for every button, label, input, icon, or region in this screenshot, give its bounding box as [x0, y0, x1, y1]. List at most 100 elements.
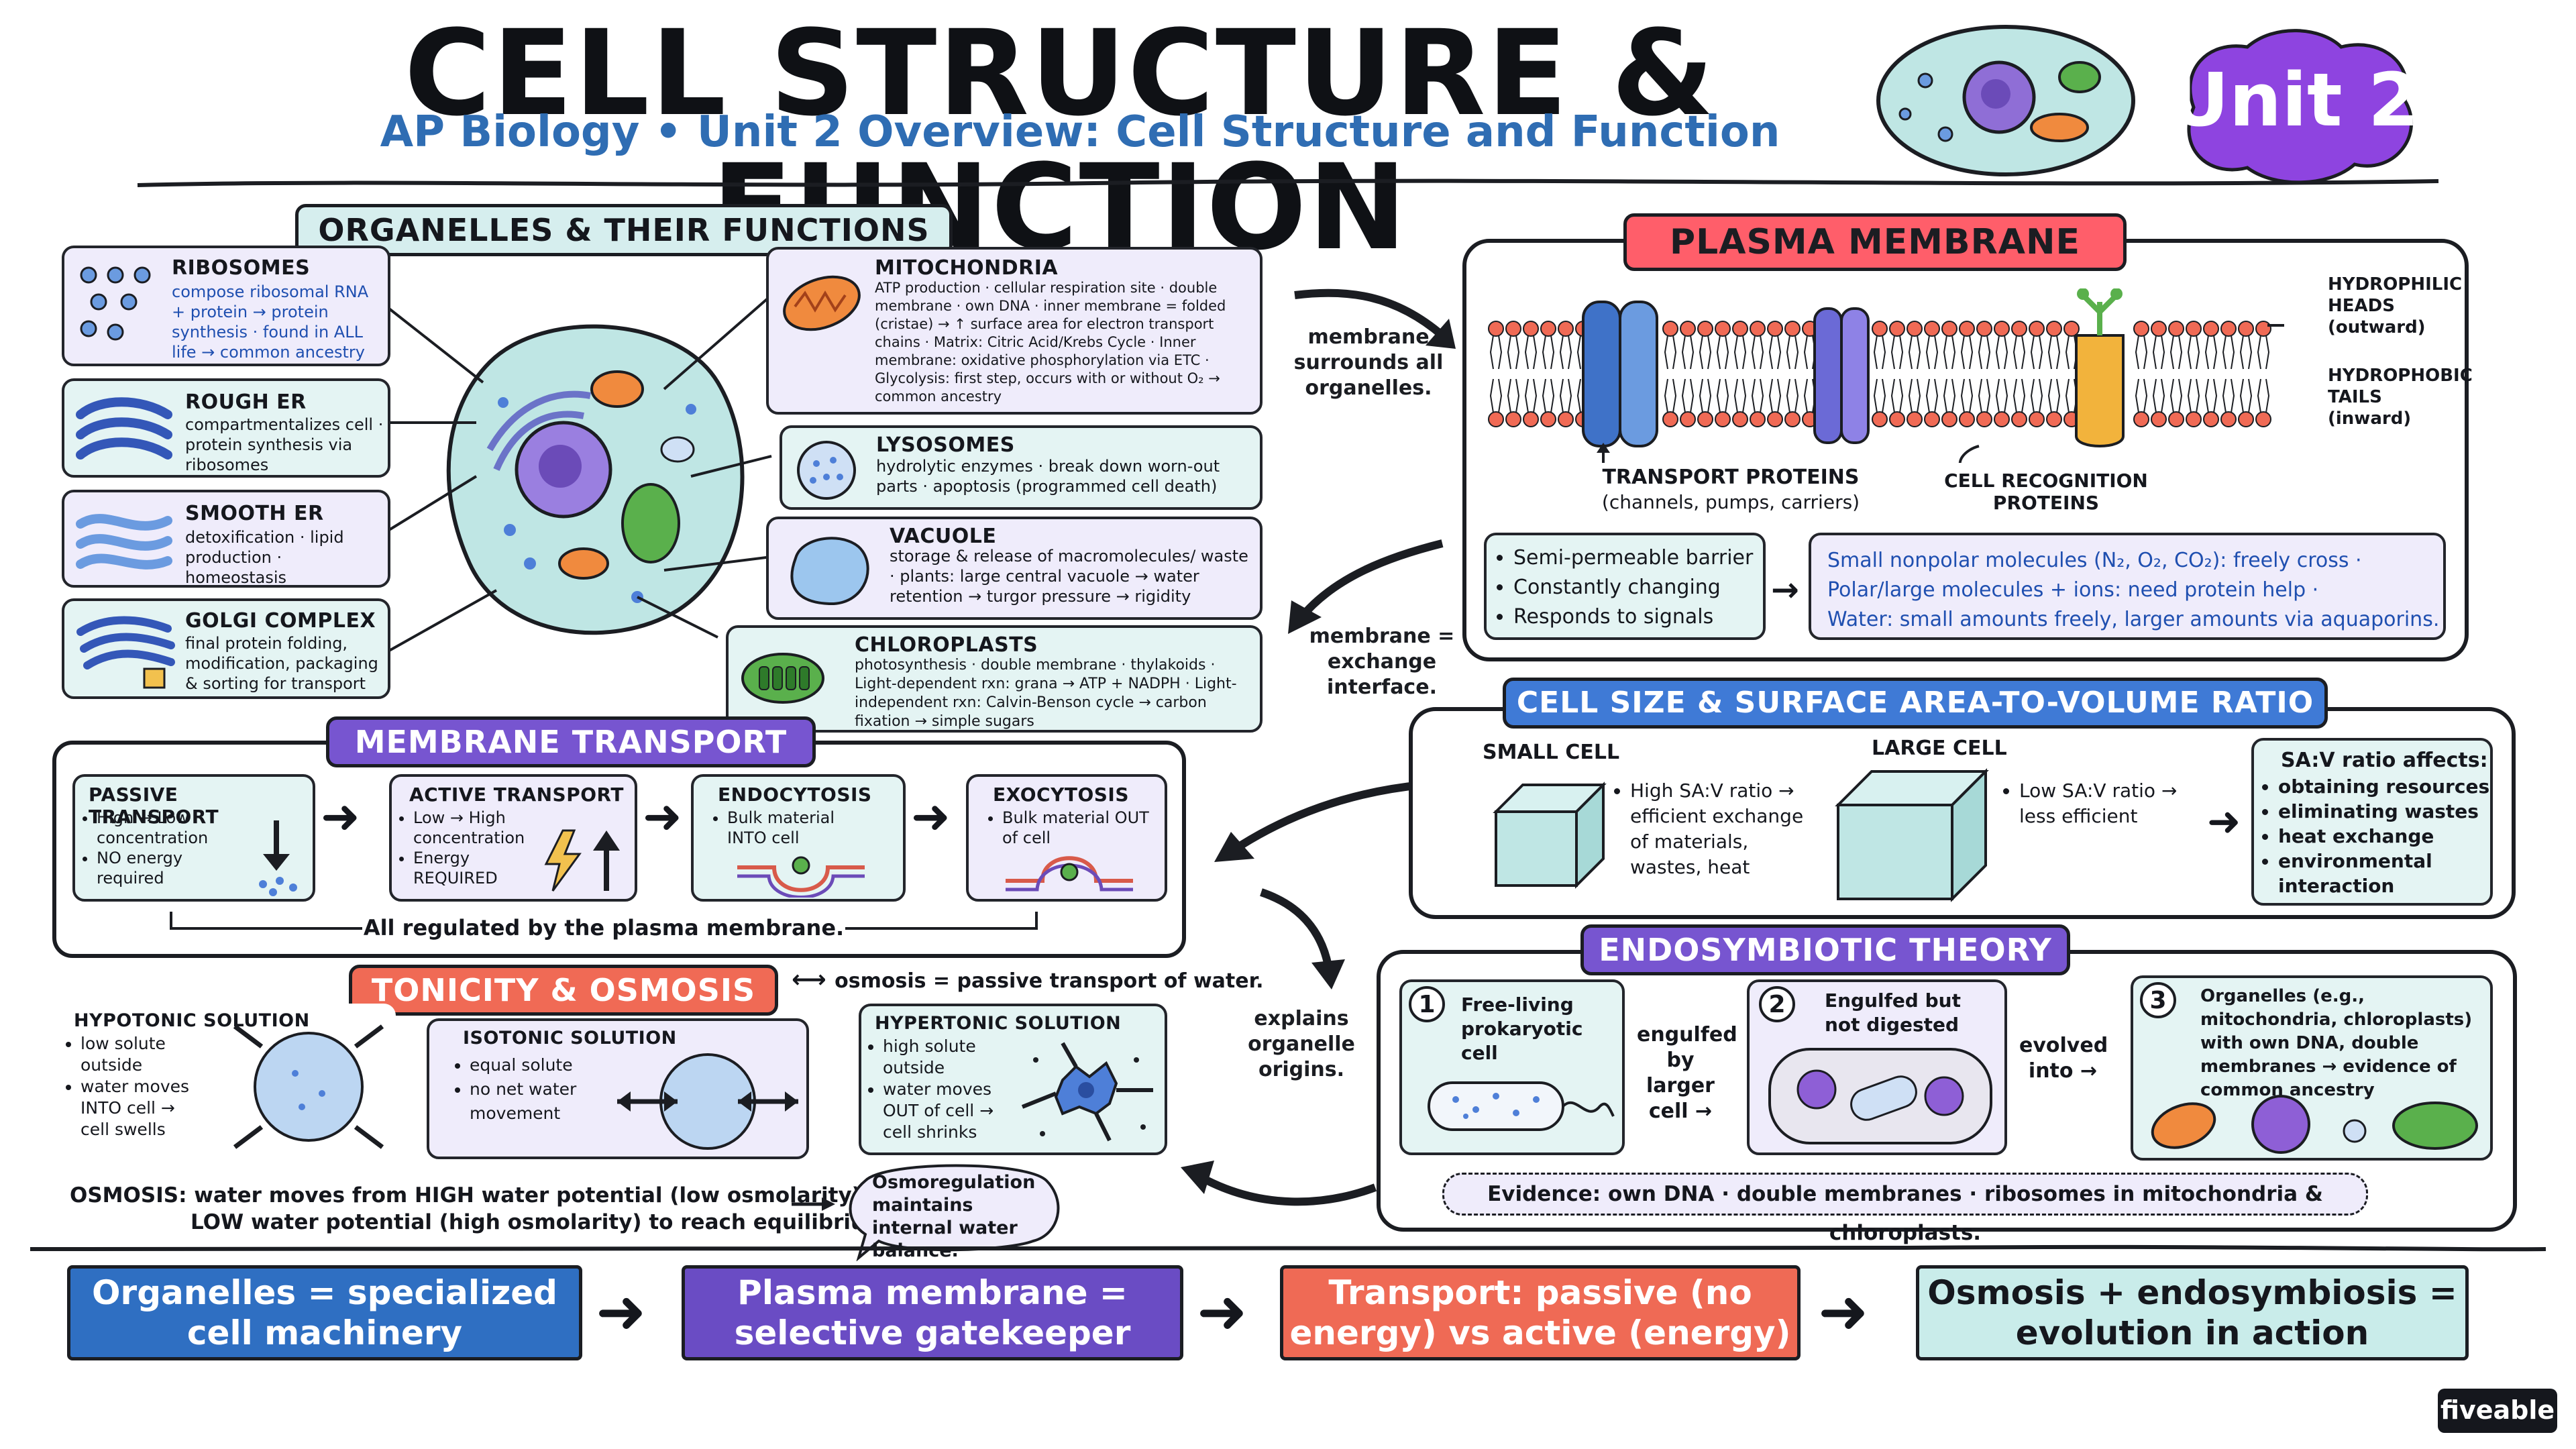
cell-recognition-label: CELL RECOGNITION PROTEINS: [1944, 470, 2148, 514]
ribosomes-icon: [80, 266, 151, 341]
arrow-to-transport: [1214, 781, 1423, 862]
step2-card: 2 Engulfed but not digested: [1747, 979, 2007, 1155]
hypertonic-item: water moves OUT of cell → cell shrinks: [883, 1079, 1010, 1143]
exocytosis-icon: [1006, 856, 1133, 892]
osmosis-definition: OSMOSIS: water moves from HIGH water pot…: [70, 1183, 896, 1234]
membrane-property: Semi-permeable barrier: [1513, 543, 1753, 573]
summary-box-membrane: Plasma membrane = selective gatekeeper: [682, 1265, 1183, 1360]
right-arrow-icon: ➜: [1818, 1277, 1869, 1347]
step3-card: 3 Organelles (e.g., mitochondria, chloro…: [2131, 975, 2493, 1161]
sav-affects-title: SA:V ratio affects:: [2281, 749, 2488, 772]
header-divider: [137, 178, 2439, 187]
engulfed-arrow-text: engulfed by larger cell →: [1637, 1023, 1737, 1123]
unit-badge-shape: [2187, 29, 2414, 184]
smooth-er-text: detoxification · lipid production · home…: [185, 528, 344, 587]
exocytosis-item: Bulk material OUT of cell: [1002, 808, 1150, 848]
smooth-er-icon: [76, 514, 172, 570]
sav-affects-card: SA:V ratio affects: obtaining resources …: [2251, 738, 2493, 906]
arrow-membrane-exchange: [1288, 539, 1444, 634]
right-arrow-icon: ➜: [2207, 798, 2241, 845]
unit-badge: Unit 2: [2169, 57, 2420, 143]
transport-proteins-sub: (channels, pumps, carriers): [1601, 491, 1860, 513]
lysosomes-title: LYSOSOMES: [876, 433, 1015, 457]
sav-affect-item: environmental interaction: [2278, 849, 2490, 898]
passive-item: High → Low concentration: [97, 808, 231, 848]
vacuole-icon: [790, 537, 869, 606]
small-cell-label: SMALL CELL: [1483, 741, 1620, 764]
sav-affect-item: heat exchange: [2278, 824, 2490, 849]
organelle-connector-lines: [388, 294, 773, 652]
phospholipid-bilayer-diagram: [1488, 288, 2284, 463]
engulfed-cell-icon: [1768, 1048, 1992, 1144]
endocytosis-icon: [737, 856, 865, 898]
isotonic-cell-icon: [617, 1053, 798, 1150]
sav-affect-item: obtaining resources: [2278, 774, 2490, 799]
vacuole-text: storage & release of macromolecules/ was…: [890, 547, 1248, 606]
endocytosis-card: ENDOCYTOSIS Bulk material INTO cell: [691, 774, 906, 902]
isotonic-card: ISOTONIC SOLUTION equal solute no net wa…: [427, 1018, 809, 1159]
hypotonic-item: low solute outside: [80, 1033, 208, 1076]
membrane-exchange-text: membrane = exchange interface.: [1309, 625, 1455, 699]
large-cell-desc: Low SA:V ratio → less efficient: [1999, 778, 2200, 829]
transport-footer: All regulated by the plasma membrane.: [362, 915, 845, 941]
membrane-property: Constantly changing: [1513, 573, 1753, 602]
summary-box-transport: Transport: passive (no energy) vs active…: [1280, 1265, 1801, 1360]
step1-number: 1: [1409, 986, 1445, 1022]
arrow-to-membrane: [1294, 288, 1456, 349]
arrow-to-tonicity: [1181, 1161, 1377, 1206]
rough-er-title: ROUGH ER: [185, 390, 307, 414]
hydrophilic-label: HYDROPHILIC HEADS (outward): [2328, 274, 2463, 337]
ribosomes-text: compose ribosomal RNA + protein → protei…: [172, 282, 369, 362]
osmoregulation-bubble: [849, 1164, 1060, 1261]
permeability-line: Polar/large molecules + ions: need prote…: [1827, 578, 2319, 602]
small-cell-desc: High SA:V ratio → efficient exchange of …: [1610, 778, 1818, 880]
membrane-property: Responds to signals: [1513, 602, 1753, 632]
active-transport-card: ACTIVE TRANSPORT Low → High concentratio…: [389, 774, 637, 902]
osmoregulation-text: Osmoregulation maintains internal water …: [872, 1172, 1036, 1261]
mitochondria-text: ATP production · cellular respiration si…: [875, 280, 1226, 405]
passive-item: NO energy required: [97, 848, 231, 888]
step2-text: Engulfed but not digested: [1825, 989, 1961, 1036]
step1-card: 1 Free-living prokaryotic cell: [1399, 979, 1625, 1155]
summary-box-organelles: Organelles = specialized cell machinery: [67, 1265, 582, 1360]
isotonic-item: no net water movement: [470, 1077, 597, 1126]
hypotonic-item: water moves INTO cell → cell swells: [80, 1076, 208, 1140]
brand-logo: fiveable: [2438, 1389, 2557, 1433]
mitochondria-title: MITOCHONDRIA: [875, 256, 1059, 280]
transport-proteins-label: TRANSPORT PROTEINS: [1602, 466, 1860, 489]
energy-bolt-icon: [544, 829, 620, 892]
hypertonic-card: HYPERTONIC SOLUTION high solute outside …: [859, 1004, 1167, 1155]
right-arrow-icon: ➜: [1197, 1277, 1248, 1347]
sav-affect-item: eliminating wastes: [2278, 799, 2490, 824]
chloroplasts-title: CHLOROPLASTS: [855, 633, 1038, 657]
right-arrow-icon: ➜: [321, 789, 360, 844]
tonicity-label: TONICITY & OSMOSIS: [349, 965, 778, 1016]
endosymbiotic-label: ENDOSYMBIOTIC THEORY: [1580, 924, 2070, 975]
lysosomes-text: hydrolytic enzymes · break down worn-out…: [876, 457, 1220, 496]
exocytosis-card: EXOCYTOSIS Bulk material OUT of cell: [966, 774, 1167, 902]
active-item: Energy REQUIRED: [413, 848, 554, 888]
small-cube-icon: [1493, 782, 1607, 889]
prokaryote-icon: [1428, 1081, 1615, 1131]
right-arrow-icon: ➜: [643, 789, 682, 844]
membrane-properties-card: Semi-permeable barrier Constantly changi…: [1484, 533, 1766, 640]
central-cell-diagram: [446, 324, 745, 635]
hypotonic-card: HYPOTONIC SOLUTION low solute outside wa…: [47, 1004, 396, 1155]
chloroplasts-card: CHLOROPLASTS photosynthesis · double mem…: [726, 625, 1263, 733]
sav-label: CELL SIZE & SURFACE AREA-TO-VOLUME RATIO: [1503, 678, 2328, 729]
step1-text: Free-living prokaryotic cell: [1461, 994, 1583, 1064]
right-arrow-icon: [792, 1197, 835, 1211]
plasma-membrane-label: PLASMA MEMBRANE: [1623, 213, 2127, 271]
vacuole-card: VACUOLE storage & release of macromolecu…: [766, 517, 1263, 620]
arrow-to-origins: [1260, 888, 1345, 989]
explains-origins-text: explains organelle origins.: [1248, 1007, 1355, 1081]
active-item: Low → High concentration: [413, 808, 554, 848]
mitochondria-icon: [783, 275, 861, 331]
page-subtitle: AP Biology • Unit 2 Overview: Cell Struc…: [380, 107, 1780, 157]
permeability-line: Water: small amounts freely, larger amou…: [1827, 608, 2440, 631]
step3-text: Organelles (e.g., mitochondria, chloropl…: [2200, 986, 2473, 1100]
header-cell-icon: [1876, 25, 2135, 176]
hypertonic-item: high solute outside: [883, 1036, 1010, 1079]
vacuole-title: VACUOLE: [890, 525, 997, 548]
hypertonic-title: HYPERTONIC SOLUTION: [875, 1013, 1122, 1034]
